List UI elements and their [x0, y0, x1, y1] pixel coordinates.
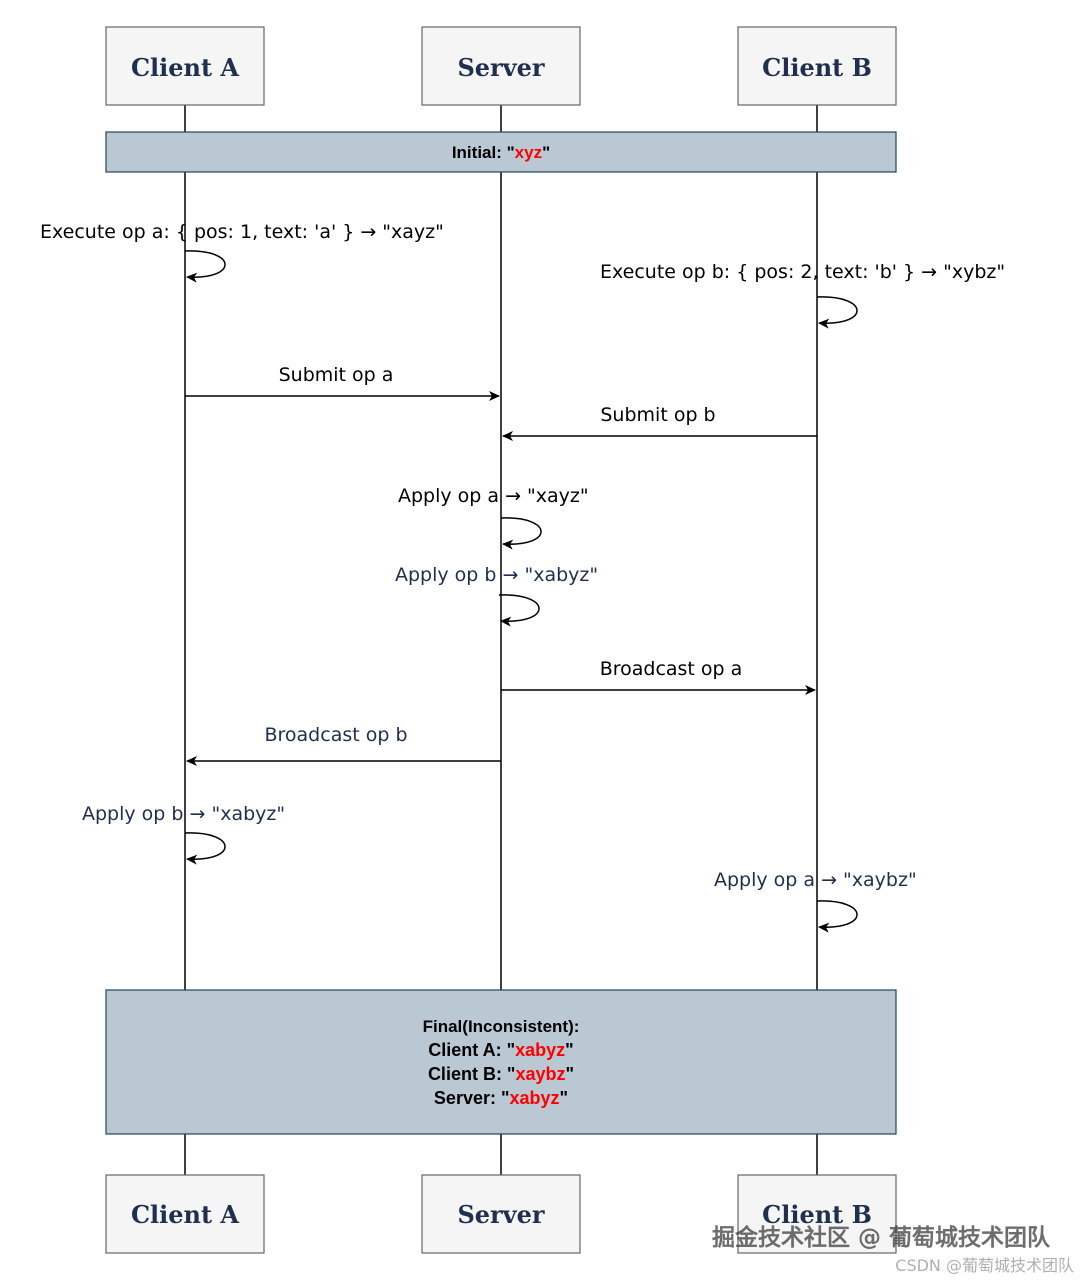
- exec-op-b-label: Execute op b: { pos: 2, text: 'b' } → "x…: [600, 261, 1005, 283]
- final-note: Final(Inconsistent): Client A: "xabyz" C…: [105, 989, 897, 1135]
- actor-label: Client B: [762, 1200, 872, 1229]
- final-client-b-close: ": [566, 1064, 575, 1084]
- initial-note-suffix: ": [542, 143, 550, 162]
- actor-label: Client A: [131, 1200, 239, 1229]
- exec-op-a-label: Execute op a: { pos: 1, text: 'a' } → "x…: [40, 221, 444, 243]
- actor-label: Client B: [762, 53, 872, 82]
- client-a-apply-op-b-label: Apply op b → "xabyz": [82, 803, 285, 825]
- actor-server-top: Server: [421, 26, 581, 106]
- final-client-b-label: Client B: ": [428, 1064, 516, 1084]
- submit-op-b-label: Submit op b: [600, 404, 715, 426]
- server-apply-op-a-label: Apply op a → "xayz": [398, 485, 589, 507]
- actor-label: Client A: [131, 53, 239, 82]
- initial-note: Initial: "xyz": [105, 131, 897, 173]
- final-server-value: xabyz: [510, 1088, 560, 1108]
- self-arrow-server-apply-a: [500, 517, 542, 550]
- initial-note-value: xyz: [515, 143, 542, 162]
- final-client-a-value: xabyz: [515, 1040, 565, 1060]
- initial-note-text: Initial: "xyz": [452, 143, 550, 162]
- final-client-b-value: xaybz: [515, 1064, 565, 1084]
- final-server-close: ": [560, 1088, 569, 1108]
- actor-server-bottom: Server: [421, 1174, 581, 1254]
- final-note-server: Server: "xabyz": [434, 1088, 568, 1108]
- actor-label: Server: [457, 1200, 544, 1229]
- final-server-label: Server: ": [434, 1088, 510, 1108]
- self-arrow-exec-a: [184, 250, 226, 283]
- self-arrow-client-a-apply-b: [184, 832, 226, 865]
- self-arrow-server-apply-b: [498, 594, 540, 627]
- server-apply-op-b-label: Apply op b → "xabyz": [395, 564, 598, 586]
- self-arrow-exec-b: [816, 296, 858, 329]
- actor-label: Server: [457, 53, 544, 82]
- final-client-a-close: ": [565, 1040, 574, 1060]
- final-note-client-a: Client A: "xabyz": [428, 1040, 573, 1060]
- final-client-a-label: Client A: ": [428, 1040, 515, 1060]
- actor-client-a-top: Client A: [105, 26, 265, 106]
- client-b-apply-op-a-label: Apply op a → "xaybz": [714, 869, 917, 891]
- final-note-client-b: Client B: "xaybz": [428, 1064, 574, 1084]
- actor-client-b-top: Client B: [737, 26, 897, 106]
- actor-client-a-bottom: Client A: [105, 1174, 265, 1254]
- initial-note-label: Initial: ": [452, 143, 515, 162]
- submit-op-a-label: Submit op a: [279, 364, 394, 386]
- broadcast-op-b-label: Broadcast op b: [264, 724, 407, 746]
- broadcast-op-a-label: Broadcast op a: [600, 658, 743, 680]
- actor-client-b-bottom: Client B: [737, 1174, 897, 1254]
- self-arrow-client-b-apply-a: [816, 900, 858, 933]
- final-note-title: Final(Inconsistent):: [423, 1017, 580, 1036]
- watermark-main: 掘金技术社区 @ 葡萄城技术团队: [711, 1225, 1050, 1251]
- watermark-sub: CSDN @葡萄城技术团队: [895, 1256, 1074, 1275]
